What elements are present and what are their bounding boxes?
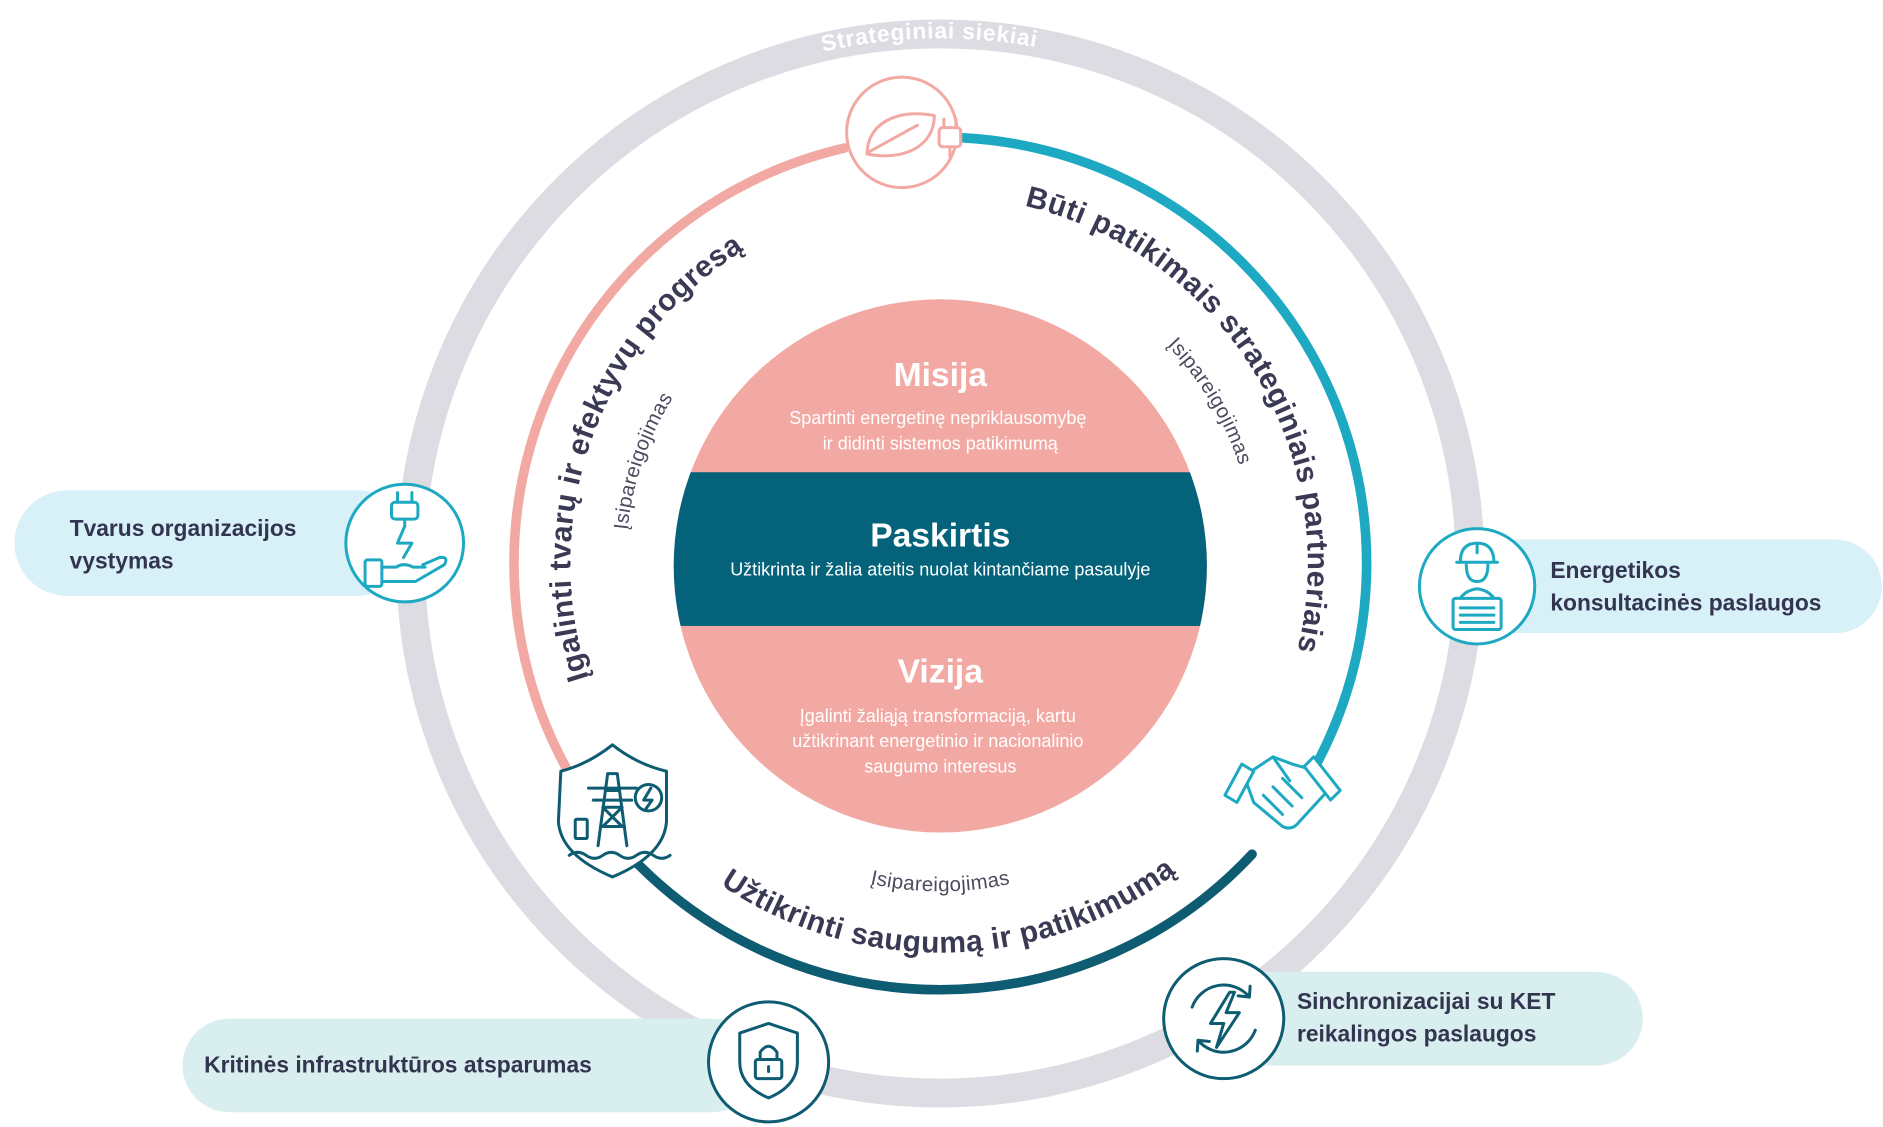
service-label-line: konsultacinės paslaugos [1550,589,1821,615]
mission-line: ir didinti sistemos patikimumą [823,433,1059,453]
goal-arc-left [509,143,850,775]
service-label-line: Tvarus organizacijos [70,515,297,541]
vision-line: užtikrinant energetinio ir nacionalinio [792,731,1083,751]
commitment-left: Įsipareigojimas [611,388,678,530]
goal-bottom-label: Užtikrinti saugumą ir patikimumą [717,852,1181,960]
engineer-icon [1417,527,1537,646]
service-pill [1447,539,1882,634]
service-label: Energetikos konsultacinės paslaugos [1550,557,1821,615]
service-pill [1218,971,1643,1066]
purpose-text: Užtikrinta ir žalia ateitis nuolat kinta… [730,560,1150,580]
goal-bottom: Užtikrinti saugumą ir patikimumą [717,852,1181,960]
service-ket-synchronization: Sinchronizacijai su KET reikalingos pasl… [1162,957,1643,1081]
vision-line: Įgalinti žaliąją transformaciją, kartu [800,706,1076,726]
service-label-line: vystymas [70,547,174,573]
handshake-icon [1223,755,1342,830]
service-label-line: Sinchronizacijai su KET [1297,988,1555,1014]
service-label: Tvarus organizacijos vystymas [70,515,303,573]
service-label-line: Kritinės infrastruktūros atsparumas [204,1052,592,1078]
service-energy-consulting: Energetikos konsultacinės paslaugos [1417,527,1882,646]
goal-arc-right [957,132,1372,775]
power-grid-shield-icon [556,743,672,879]
leaf-plug-icon [845,75,963,190]
core-purpose-band [673,472,1207,626]
service-label-line: Energetikos [1550,557,1681,583]
commitment-bottom: Įsipareigojimas [869,867,1012,896]
vision-title: Vizija [898,653,984,690]
mission-line: Spartinti energetinę nepriklausomybę [789,408,1086,428]
vision-text: Įgalinti žaliąją transformaciją, kartu u… [792,706,1088,776]
core-circle [673,299,1207,833]
lightning-cycle-icon [1162,957,1286,1081]
service-label: Sinchronizacijai su KET reikalingos pasl… [1297,988,1562,1046]
vision-line: saugumo interesus [864,756,1016,776]
mission-title: Misija [894,357,988,394]
service-label-line: reikalingos paslaugos [1297,1020,1536,1046]
service-label: Kritinės infrastruktūros atsparumas [204,1052,592,1078]
mission-text: Spartinti energetinę nepriklausomybę ir … [789,408,1091,453]
goal-arc-bottom [618,843,1257,995]
commitment-bottom-label: Įsipareigojimas [869,867,1011,896]
service-pill [14,490,411,596]
hand-plug-icon [344,482,466,604]
shield-lock-icon [707,1000,831,1124]
service-pill [182,1018,759,1113]
service-critical-infrastructure: Kritinės infrastruktūros atsparumas [182,1000,831,1124]
commitment-left-label: Įsipareigojimas [611,388,678,530]
service-sustainable-development: Tvarus organizacijos vystymas [14,482,466,604]
purpose-title: Paskirtis [870,518,1010,555]
